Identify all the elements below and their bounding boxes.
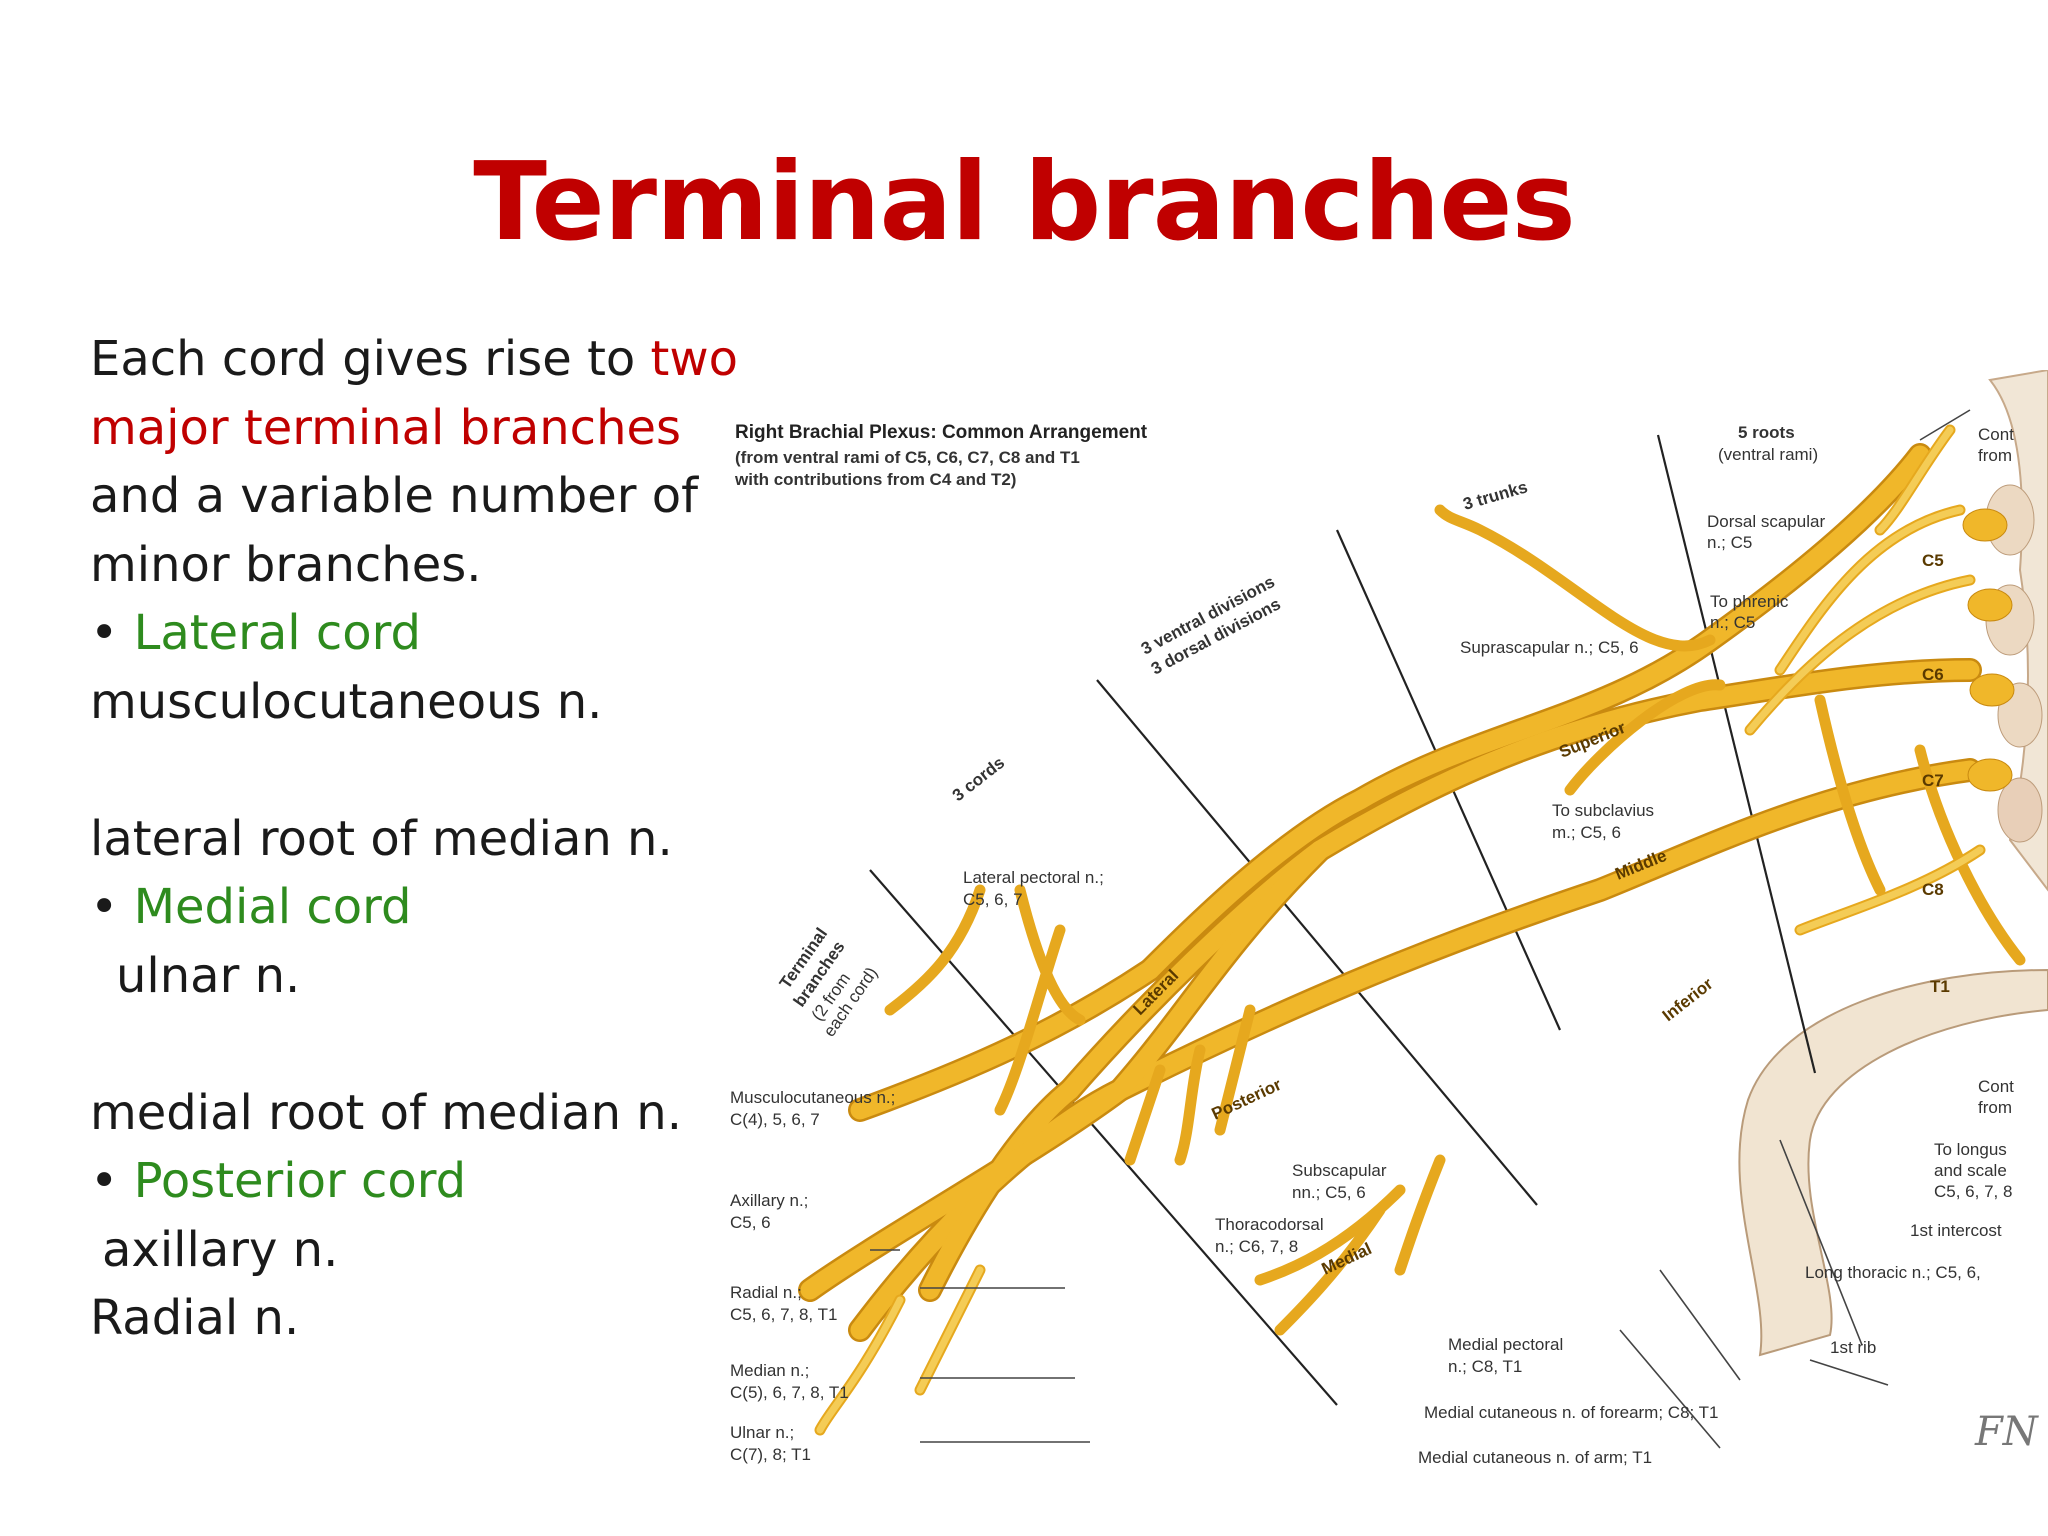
dorsal-scapular-label: n.; C5 bbox=[1707, 533, 1752, 552]
diagram-heading: Right Brachial Plexus: Common Arrangemen… bbox=[735, 422, 1148, 443]
middle-trunk bbox=[1060, 660, 1980, 1100]
cont-top-label: from bbox=[1978, 446, 2012, 465]
superior-trunk bbox=[1140, 445, 1930, 980]
thoracodorsal-label: n.; C6, 7, 8 bbox=[1215, 1237, 1298, 1256]
subclavius-label: To subclavius bbox=[1552, 801, 1654, 820]
longus-label: C5, 6, 7, 8 bbox=[1934, 1182, 2012, 1201]
root-c7: C7 bbox=[1922, 771, 1944, 790]
cords-label: 3 cords bbox=[949, 753, 1008, 805]
dorsal-scapular-label: Dorsal scapular bbox=[1707, 512, 1825, 531]
musculocutaneous-label: Musculocutaneous n.; bbox=[730, 1088, 895, 1107]
long-thoracic-label: Long thoracic n.; C5, 6, bbox=[1805, 1263, 1981, 1282]
intro-highlight: two bbox=[650, 331, 738, 387]
radial-nerve bbox=[800, 840, 1330, 1300]
phrenic-label: n.; C5 bbox=[1710, 613, 1755, 632]
phrenic-label: To phrenic bbox=[1710, 592, 1789, 611]
artist-signature: FN bbox=[1974, 1409, 2040, 1455]
suprascapular-label: Suprascapular n.; C5, 6 bbox=[1460, 638, 1639, 657]
axillary-label: Axillary n.; bbox=[730, 1191, 808, 1210]
medial-branch-2: medial root of median n. bbox=[90, 1084, 682, 1141]
trunk-inferior: Inferior bbox=[1659, 974, 1717, 1025]
subscapular-label: Subscapular bbox=[1292, 1161, 1387, 1180]
diagram-subheading: (from ventral rami of C5, C6, C7, C8 and… bbox=[735, 448, 1080, 467]
bullet-marker: • bbox=[90, 1153, 134, 1209]
text-line: Each cord gives rise to two bbox=[90, 325, 738, 394]
blank-line bbox=[90, 736, 730, 805]
intro-text: Each cord gives rise to bbox=[90, 331, 651, 387]
cont-top-label: Cont bbox=[1978, 425, 2014, 444]
first-rib bbox=[1738, 968, 2048, 1357]
cont-bottom-label: Cont bbox=[1978, 1077, 2014, 1096]
lateral-branch-1: musculocutaneous n. bbox=[90, 673, 603, 730]
medial-cord-label: Medial cord bbox=[133, 879, 412, 935]
posterior-branch-2: Radial n. bbox=[90, 1290, 300, 1346]
subscapular-label: nn.; C5, 6 bbox=[1292, 1183, 1366, 1202]
medial-branch-1: ulnar n. bbox=[116, 947, 301, 1004]
axillary-label: C5, 6 bbox=[730, 1213, 771, 1232]
thoracodorsal-label: Thoracodorsal bbox=[1215, 1215, 1324, 1234]
bullet-marker: • bbox=[90, 879, 134, 935]
posterior-branch-1: axillary n. bbox=[102, 1221, 339, 1278]
longus-label: and scale bbox=[1934, 1161, 2007, 1180]
medial-pectoral-label: n.; C8, T1 bbox=[1448, 1357, 1522, 1376]
first-rib-label: 1st rib bbox=[1830, 1338, 1876, 1357]
leader-lines bbox=[870, 409, 1971, 1449]
root-t1: T1 bbox=[1930, 977, 1950, 996]
cord-posterior: Posterior bbox=[1209, 1075, 1285, 1124]
bullet-medial-cord: • Medial cord bbox=[90, 873, 730, 942]
musculocutaneous-label: C(4), 5, 6, 7 bbox=[730, 1110, 820, 1129]
radial-label: C5, 6, 7, 8, T1 bbox=[730, 1305, 837, 1324]
text-line: minor branches. bbox=[90, 536, 482, 593]
slide-title: Terminal branches bbox=[473, 140, 1576, 265]
text-line: and a variable number of bbox=[90, 468, 698, 524]
ulnar-label: C(7), 8; T1 bbox=[730, 1445, 811, 1464]
medial-cutaneous-arm-label: Medial cutaneous n. of arm; T1 bbox=[1418, 1448, 1652, 1467]
lateral-pectoral-label: Lateral pectoral n.; bbox=[963, 868, 1104, 887]
intro-highlight-line: major terminal branches bbox=[90, 399, 682, 456]
bullet-lateral-cord: • Lateral cord bbox=[90, 599, 730, 668]
root-c6: C6 bbox=[1922, 665, 1944, 684]
roots-sublabel: (ventral rami) bbox=[1718, 445, 1818, 464]
blank-line bbox=[90, 1010, 730, 1079]
lateral-cord-label: Lateral cord bbox=[133, 605, 421, 661]
bullet-posterior-cord: • Posterior cord bbox=[90, 1147, 730, 1216]
median-label: C(5), 6, 7, 8, T1 bbox=[730, 1383, 849, 1402]
subclavius-label: m.; C5, 6 bbox=[1552, 823, 1621, 842]
median-label: Median n.; bbox=[730, 1361, 809, 1380]
cont-bottom-label: from bbox=[1978, 1098, 2012, 1117]
lateral-branch-2: lateral root of median n. bbox=[90, 810, 673, 867]
medial-cutaneous-forearm-label: Medial cutaneous n. of forearm; C8; T1 bbox=[1424, 1403, 1719, 1422]
posterior-cord-label: Posterior cord bbox=[133, 1153, 467, 1209]
lateral-pectoral-label: C5, 6, 7 bbox=[963, 890, 1023, 909]
diagram-subheading: with contributions from C4 and T2) bbox=[734, 470, 1016, 489]
trunks-label: 3 trunks bbox=[1461, 477, 1530, 513]
medial-pectoral-label: Medial pectoral bbox=[1448, 1335, 1563, 1354]
longus-label: To longus bbox=[1934, 1140, 2007, 1159]
first-intercostal-label: 1st intercost bbox=[1910, 1221, 2002, 1240]
body-text: Each cord gives rise to two major termin… bbox=[90, 325, 738, 1353]
bullet-marker: • bbox=[90, 605, 134, 661]
radial-label: Radial n.; bbox=[730, 1283, 802, 1302]
root-c5: C5 bbox=[1922, 551, 1944, 570]
musculocutaneous-nerve bbox=[850, 960, 1160, 1120]
ulnar-label: Ulnar n.; bbox=[730, 1423, 794, 1442]
root-c8: C8 bbox=[1922, 880, 1944, 899]
roots-label: 5 roots bbox=[1738, 423, 1795, 442]
nerve-paths bbox=[798, 424, 2026, 1436]
brachial-plexus-diagram: Right Brachial Plexus: Common Arrangemen… bbox=[730, 370, 2048, 1467]
